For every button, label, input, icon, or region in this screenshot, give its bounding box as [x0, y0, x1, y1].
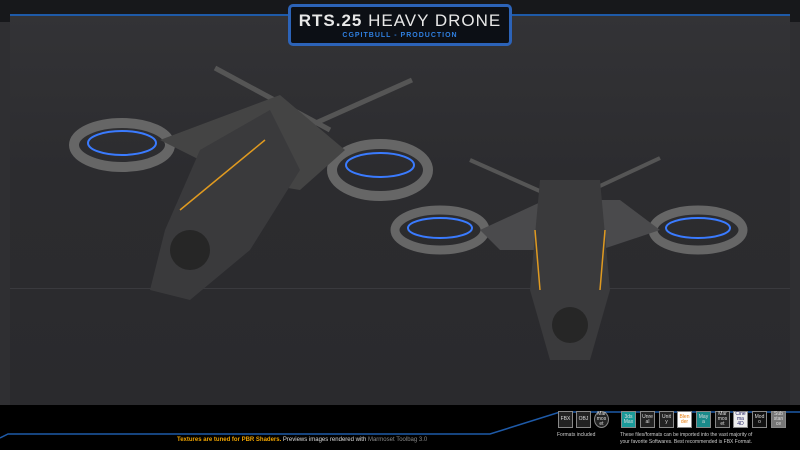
- note-highlight: Textures are tuned for PBR Shaders.: [177, 437, 282, 443]
- maya-icon: Maya: [696, 411, 711, 428]
- divider: [10, 288, 790, 289]
- software-text-line2: your favorite Softwares. Best recommende…: [620, 439, 752, 445]
- fbx-format-icon: FBX: [558, 411, 573, 428]
- blender-icon: Blender: [677, 411, 692, 428]
- unreal-icon: Unreal: [640, 411, 655, 428]
- title-banner: RTS.25 HEAVY DRONE CGPITBULL - PRODUCTIO…: [288, 4, 512, 46]
- marmoset-icon: Marmoset: [715, 411, 730, 428]
- software-text-line1: These files/formats can be imported into…: [620, 432, 753, 438]
- render-frame: [10, 14, 790, 406]
- unity-icon: Unity: [659, 411, 674, 428]
- subtitle: CGPITBULL - PRODUCTION: [342, 32, 458, 39]
- title-thin: HEAVY DRONE: [368, 11, 502, 30]
- substance-icon: Substance: [771, 411, 786, 428]
- marmoset-format-icon: Marmoset: [594, 411, 609, 428]
- page-title: RTS.25 HEAVY DRONE: [291, 11, 509, 31]
- 3dsmax-icon: 3ds Max: [621, 411, 636, 428]
- note-main: Previews images rendered with: [282, 437, 367, 443]
- obj-format-icon: OBJ: [576, 411, 591, 428]
- cinema4d-icon: Cinema 4D: [733, 411, 748, 428]
- drone-right-render: [390, 156, 748, 360]
- modo-icon: Modo: [752, 411, 767, 428]
- note-tool: Marmoset Toolbag 3.0: [367, 437, 428, 443]
- drone-left-render: [69, 65, 433, 300]
- formats-label: Formats included: [557, 432, 596, 438]
- footer-note: Textures are tuned for PBR Shaders. Prev…: [177, 437, 547, 444]
- title-bold: RTS.25: [298, 11, 363, 30]
